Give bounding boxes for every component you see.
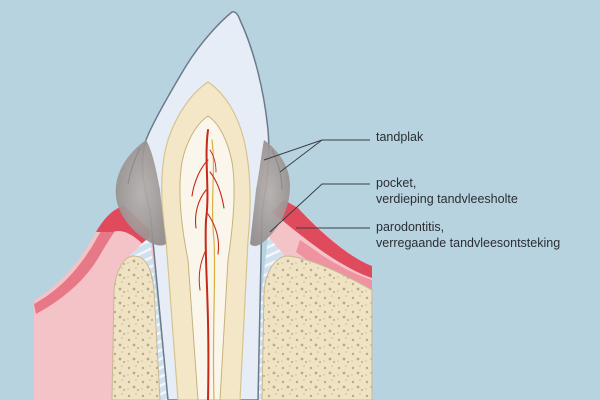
label-plaque-line1: tandplak bbox=[376, 130, 424, 144]
leader-line-plaque-branch bbox=[279, 139, 323, 173]
label-pocket-line2: verdieping tandvleesholte bbox=[376, 191, 518, 206]
label-pocket: pocket, verdieping tandvleesholte bbox=[376, 176, 518, 207]
alveolar-bone bbox=[111, 255, 373, 400]
label-pocket-line1: pocket, bbox=[376, 176, 417, 190]
leader-lines bbox=[263, 139, 370, 233]
tooth-nerve-vessels bbox=[191, 129, 225, 400]
inflamed-gum-edge bbox=[34, 200, 372, 314]
plaque bbox=[115, 140, 290, 246]
label-periodontitis-line2: verregaande tandvleesontsteking bbox=[376, 235, 561, 250]
label-periodontitis-line1: parodontitis, bbox=[376, 220, 445, 234]
label-plaque: tandplak bbox=[376, 130, 423, 146]
label-periodontitis: parodontitis, verregaande tandvleesontst… bbox=[376, 220, 560, 251]
leader-line-pocket bbox=[269, 183, 370, 233]
